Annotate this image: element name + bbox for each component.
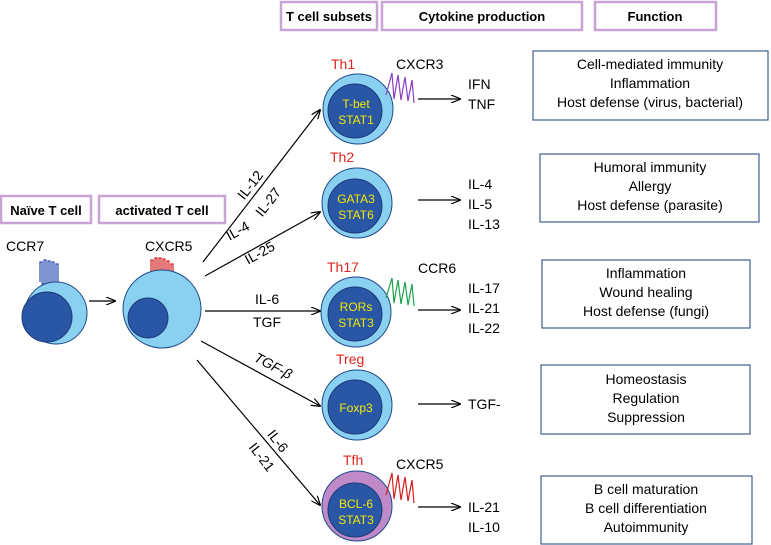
th2-inducer-2: IL-25 <box>242 238 278 268</box>
header-naive-label: Naïve T cell <box>10 203 82 218</box>
tfh-function-1: B cell maturation <box>594 481 698 497</box>
th17-function-2: Wound healing <box>599 284 692 300</box>
header-cytokine-production-label: Cytokine production <box>419 9 545 24</box>
th17-function-1: Inflammation <box>606 265 686 281</box>
path-to-th1: IL-12 IL-27 <box>202 110 320 263</box>
th2-cytokine-2: IL-5 <box>468 196 492 212</box>
naive-t-cell: CCR7 <box>6 238 88 345</box>
th17-inducer-1: IL-6 <box>255 291 279 307</box>
subset-tfh: Tfh BCL-6 STAT3 CXCR5 IL-21 IL-10 B cell… <box>321 452 753 545</box>
header-function-label: Function <box>628 9 683 24</box>
subset-th2: Th2 GATA3 STAT6 IL-4 IL-5 IL-13 Humoral … <box>321 149 760 239</box>
th2-name: Th2 <box>330 149 354 165</box>
th1-inducer-2: IL-27 <box>252 184 284 219</box>
cxcr3-receptor-icon <box>385 72 415 104</box>
th2-function-1: Humoral immunity <box>594 159 707 175</box>
treg-function-3: Suppression <box>607 409 685 425</box>
th2-inducer-1: IL-4 <box>223 218 252 244</box>
th17-tf-1: RORs <box>340 300 373 314</box>
treg-inducer-1: TGF-β <box>252 349 295 382</box>
th17-name: Th17 <box>327 259 359 275</box>
arrow-to-th1 <box>202 110 320 263</box>
th1-cytokine-2: TNF <box>468 96 495 112</box>
arrow-to-th2 <box>204 212 320 277</box>
treg-function-1: Homeostasis <box>606 371 687 387</box>
tfh-tf-2: STAT3 <box>338 513 374 527</box>
tfh-cytokine-2: IL-10 <box>468 519 500 535</box>
treg-name: Treg <box>336 351 364 367</box>
header-cytokine-production: Cytokine production <box>380 0 584 32</box>
path-to-th17: IL-6 TGF <box>205 291 320 330</box>
th2-cytokine-1: IL-4 <box>468 176 492 192</box>
treg-cytokine-1: TGF- <box>468 396 501 412</box>
ccr6-receptor-icon <box>385 277 415 307</box>
th1-cytokine-1: IFN <box>468 76 491 92</box>
treg-tf-1: Foxp3 <box>339 401 373 415</box>
th2-tf-2: STAT6 <box>338 208 374 222</box>
tfh-function-2: B cell differentiation <box>585 500 707 516</box>
th1-function-2: Inflammation <box>610 75 690 91</box>
tfh-cxcr5-receptor-icon <box>385 472 415 504</box>
th2-tf-1: GATA3 <box>337 192 375 206</box>
activated-t-cell: CXCR5 <box>122 238 202 349</box>
tfh-cxcr5-label: CXCR5 <box>396 456 444 472</box>
header-activated-label: activated T cell <box>115 203 208 218</box>
th2-function-2: Allergy <box>629 178 672 194</box>
th2-function-3: Host defense (parasite) <box>577 197 723 213</box>
activated-cxcr5-label: CXCR5 <box>145 238 193 254</box>
header-tcell-subsets: T cell subsets <box>279 0 379 32</box>
header-naive: Naïve T cell <box>0 194 93 225</box>
tfh-name: Tfh <box>343 452 363 468</box>
subset-treg: Treg Foxp3 TGF- Homeostasis Regulation S… <box>321 351 751 441</box>
th1-function-3: Host defense (virus, bacterial) <box>557 94 743 110</box>
subset-th17: Th17 RORs STAT3 CCR6 IL-17 IL-21 IL-22 I… <box>320 259 751 348</box>
th1-function-1: Cell-mediated immunity <box>577 56 723 72</box>
ccr6-label: CCR6 <box>418 260 456 276</box>
subset-th1: Th1 T-bet STAT1 CXCR3 IFN TNF Cell-media… <box>322 50 769 145</box>
ccr7-label: CCR7 <box>6 238 44 254</box>
th2-cytokine-3: IL-13 <box>468 216 500 232</box>
header-function: Function <box>593 0 718 32</box>
tfh-cytokine-1: IL-21 <box>468 499 500 515</box>
header-activated: activated T cell <box>97 194 227 225</box>
cxcr3-label: CXCR3 <box>396 56 444 72</box>
th17-cytokine-2: IL-21 <box>468 300 500 316</box>
path-to-tfh: IL-6 IL-21 <box>196 359 320 505</box>
th1-tf-2: STAT1 <box>338 113 374 127</box>
treg-function-2: Regulation <box>613 390 680 406</box>
th1-tf-1: T-bet <box>342 97 370 111</box>
header-tcell-subsets-label: T cell subsets <box>286 9 372 24</box>
th17-inducer-2: TGF <box>253 314 281 330</box>
arrow-to-tfh <box>196 359 320 505</box>
th17-cytokine-1: IL-17 <box>468 280 500 296</box>
th17-tf-2: STAT3 <box>338 316 374 330</box>
th17-function-3: Host defense (fungi) <box>583 303 709 319</box>
th17-cytokine-3: IL-22 <box>468 320 500 336</box>
arrow-to-treg <box>200 340 320 406</box>
tfh-tf-1: BCL-6 <box>339 497 373 511</box>
th1-name: Th1 <box>331 56 355 72</box>
tfh-function-3: Autoimmunity <box>604 519 689 535</box>
path-to-treg: TGF-β <box>200 340 320 406</box>
